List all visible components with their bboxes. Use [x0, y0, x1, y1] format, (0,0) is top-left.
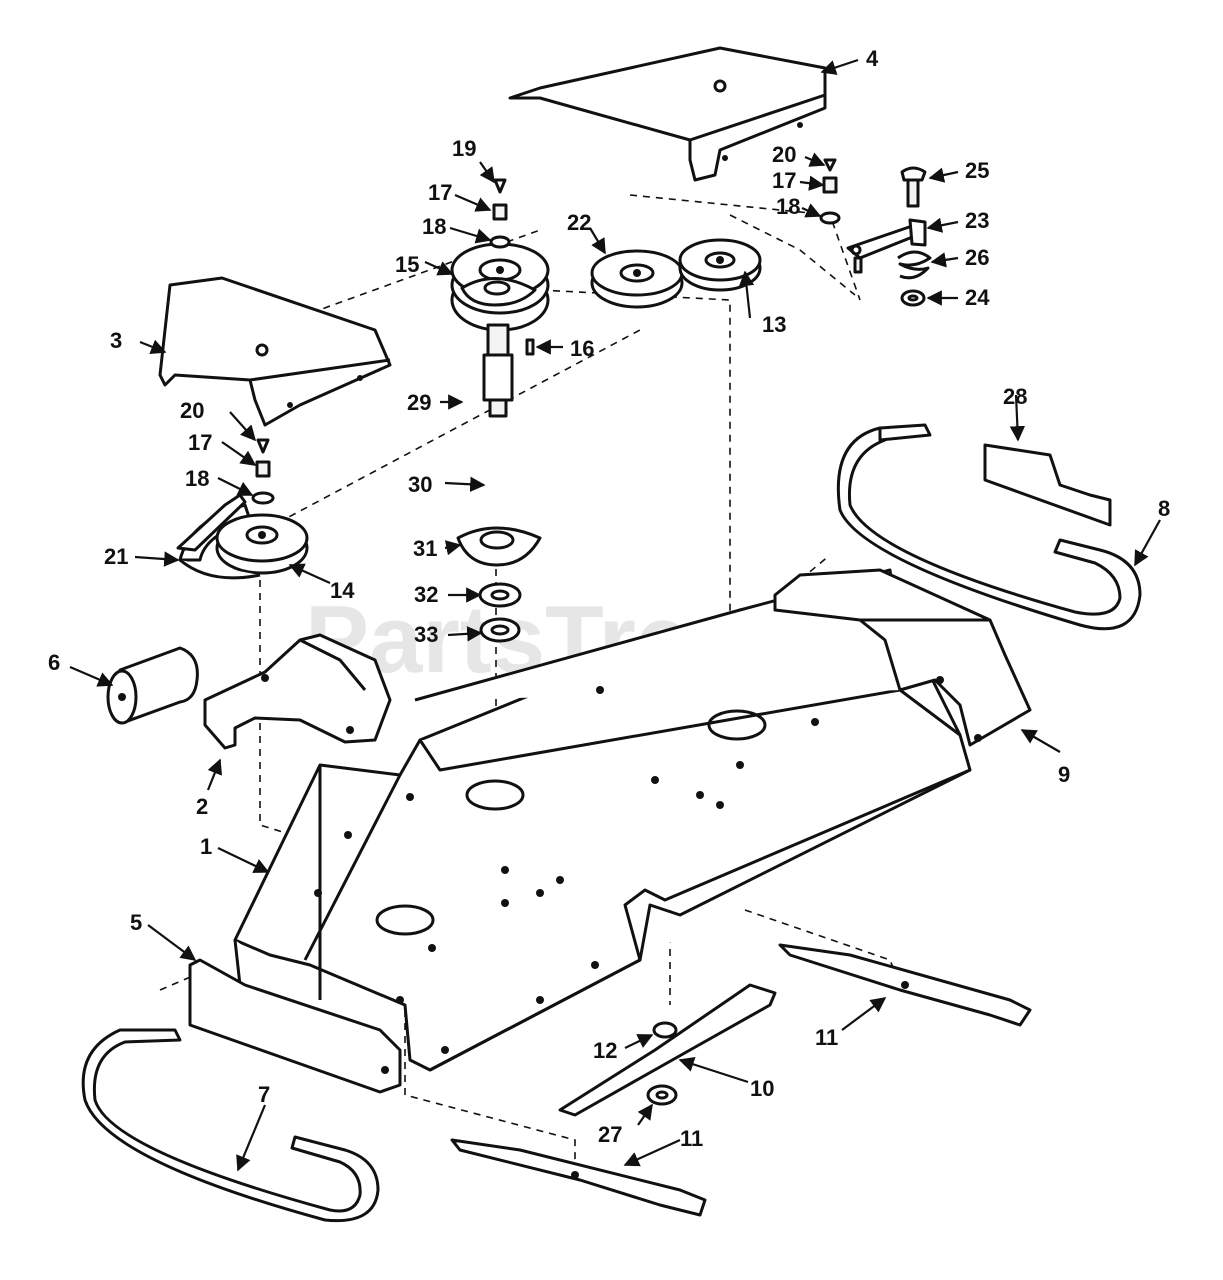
part-3-belt-cover	[158, 276, 392, 427]
part-2-bracket	[203, 633, 392, 750]
callout-labels: 4 19 17 18 15 22 16 13 20 17 18 25 23 26…	[48, 46, 1170, 1151]
callout-8: 8	[1158, 496, 1170, 521]
part-29-bearing-flange	[460, 277, 537, 307]
part-23-idler-arm	[846, 218, 927, 274]
callout-33: 33	[414, 622, 438, 647]
callout-29: 29	[407, 390, 431, 415]
part-27-washer	[646, 1084, 678, 1106]
part-11-blade-left	[450, 1138, 707, 1217]
callout-5: 5	[130, 910, 142, 935]
callout-15: 15	[395, 252, 419, 277]
callout-16: 16	[570, 336, 594, 361]
callout-4: 4	[866, 46, 879, 71]
callout-6: 6	[48, 650, 60, 675]
callout-25: 25	[965, 158, 989, 183]
callout-17-right: 17	[772, 168, 796, 193]
part-21-belt-guide	[176, 493, 247, 552]
callout-18-right: 18	[776, 194, 800, 219]
callout-18-center: 18	[422, 214, 446, 239]
callout-2: 2	[196, 794, 208, 819]
part-9-deflector	[773, 568, 1032, 747]
callout-10: 10	[750, 1076, 774, 1101]
callout-27: 27	[598, 1122, 622, 1147]
callout-23: 23	[965, 208, 989, 233]
part-31-bearing-housing	[456, 526, 542, 567]
part-28-bracket	[983, 443, 1112, 527]
callout-12: 12	[593, 1038, 617, 1063]
callout-14: 14	[330, 578, 355, 603]
callout-20-left: 20	[180, 398, 204, 423]
callout-17-left: 17	[188, 430, 212, 455]
part-7-belt	[81, 1028, 380, 1223]
callout-3: 3	[110, 328, 122, 353]
callout-18-left: 18	[185, 466, 209, 491]
part-22-idler-pulley	[590, 249, 684, 309]
callout-17-center: 17	[428, 180, 452, 205]
part-11-blade-right	[778, 943, 1032, 1027]
part-30-spindle-shaft	[482, 323, 514, 418]
part-16-key	[525, 338, 535, 356]
part-1-mower-deck	[233, 568, 972, 1072]
part-5-deflector	[188, 958, 402, 1094]
callout-11-lower: 11	[680, 1126, 703, 1151]
callout-9: 9	[1058, 762, 1070, 787]
part-32-bearing	[478, 582, 522, 608]
callout-22: 22	[567, 210, 591, 235]
callout-19: 19	[452, 136, 476, 161]
part-24-nut	[900, 289, 926, 307]
part-4-belt-cover	[508, 46, 827, 182]
part-26-spring	[897, 250, 932, 280]
callout-24: 24	[965, 285, 990, 310]
callout-31: 31	[413, 536, 437, 561]
callout-26: 26	[965, 245, 989, 270]
part-13-idler-pulley	[678, 238, 762, 292]
callout-13: 13	[762, 312, 786, 337]
part-6-roller	[106, 646, 199, 725]
part-10-blade	[558, 983, 777, 1117]
part-33-seal	[479, 617, 521, 643]
callout-20-right: 20	[772, 142, 796, 167]
callout-21: 21	[104, 544, 128, 569]
hardware-stack-center	[489, 178, 511, 249]
callout-11-right: 11	[815, 1025, 838, 1050]
callout-30: 30	[408, 472, 432, 497]
callout-leaders	[69, 58, 1161, 1172]
hardware-stack-left	[251, 438, 275, 505]
callout-28: 28	[1003, 384, 1027, 409]
hardware-stack-right	[819, 158, 841, 225]
part-8-belt	[836, 423, 1142, 631]
callout-1: 1	[200, 834, 212, 859]
callout-7: 7	[258, 1082, 270, 1107]
callout-32: 32	[414, 582, 438, 607]
part-25-bolt	[900, 166, 927, 208]
